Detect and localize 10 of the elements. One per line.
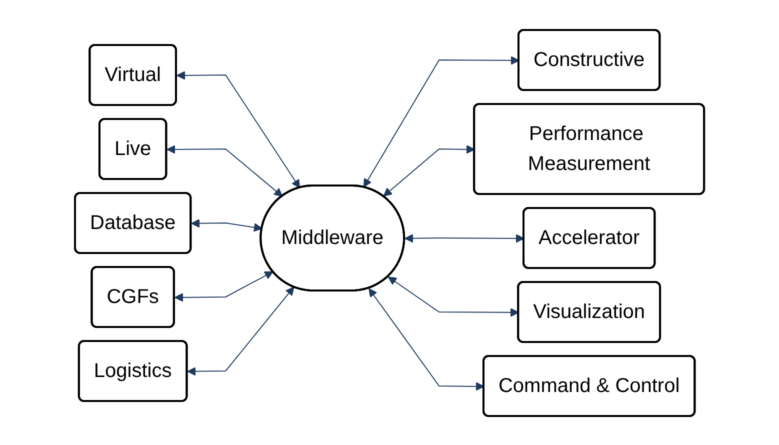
arrow (404, 233, 524, 242)
arrow (174, 270, 274, 302)
arrow (363, 56, 520, 187)
arrow (176, 70, 300, 188)
arrow (383, 144, 475, 196)
arrow (191, 218, 262, 232)
arrow (166, 144, 283, 196)
arrow (368, 288, 484, 390)
arrow (187, 286, 294, 376)
arrow (388, 276, 519, 316)
